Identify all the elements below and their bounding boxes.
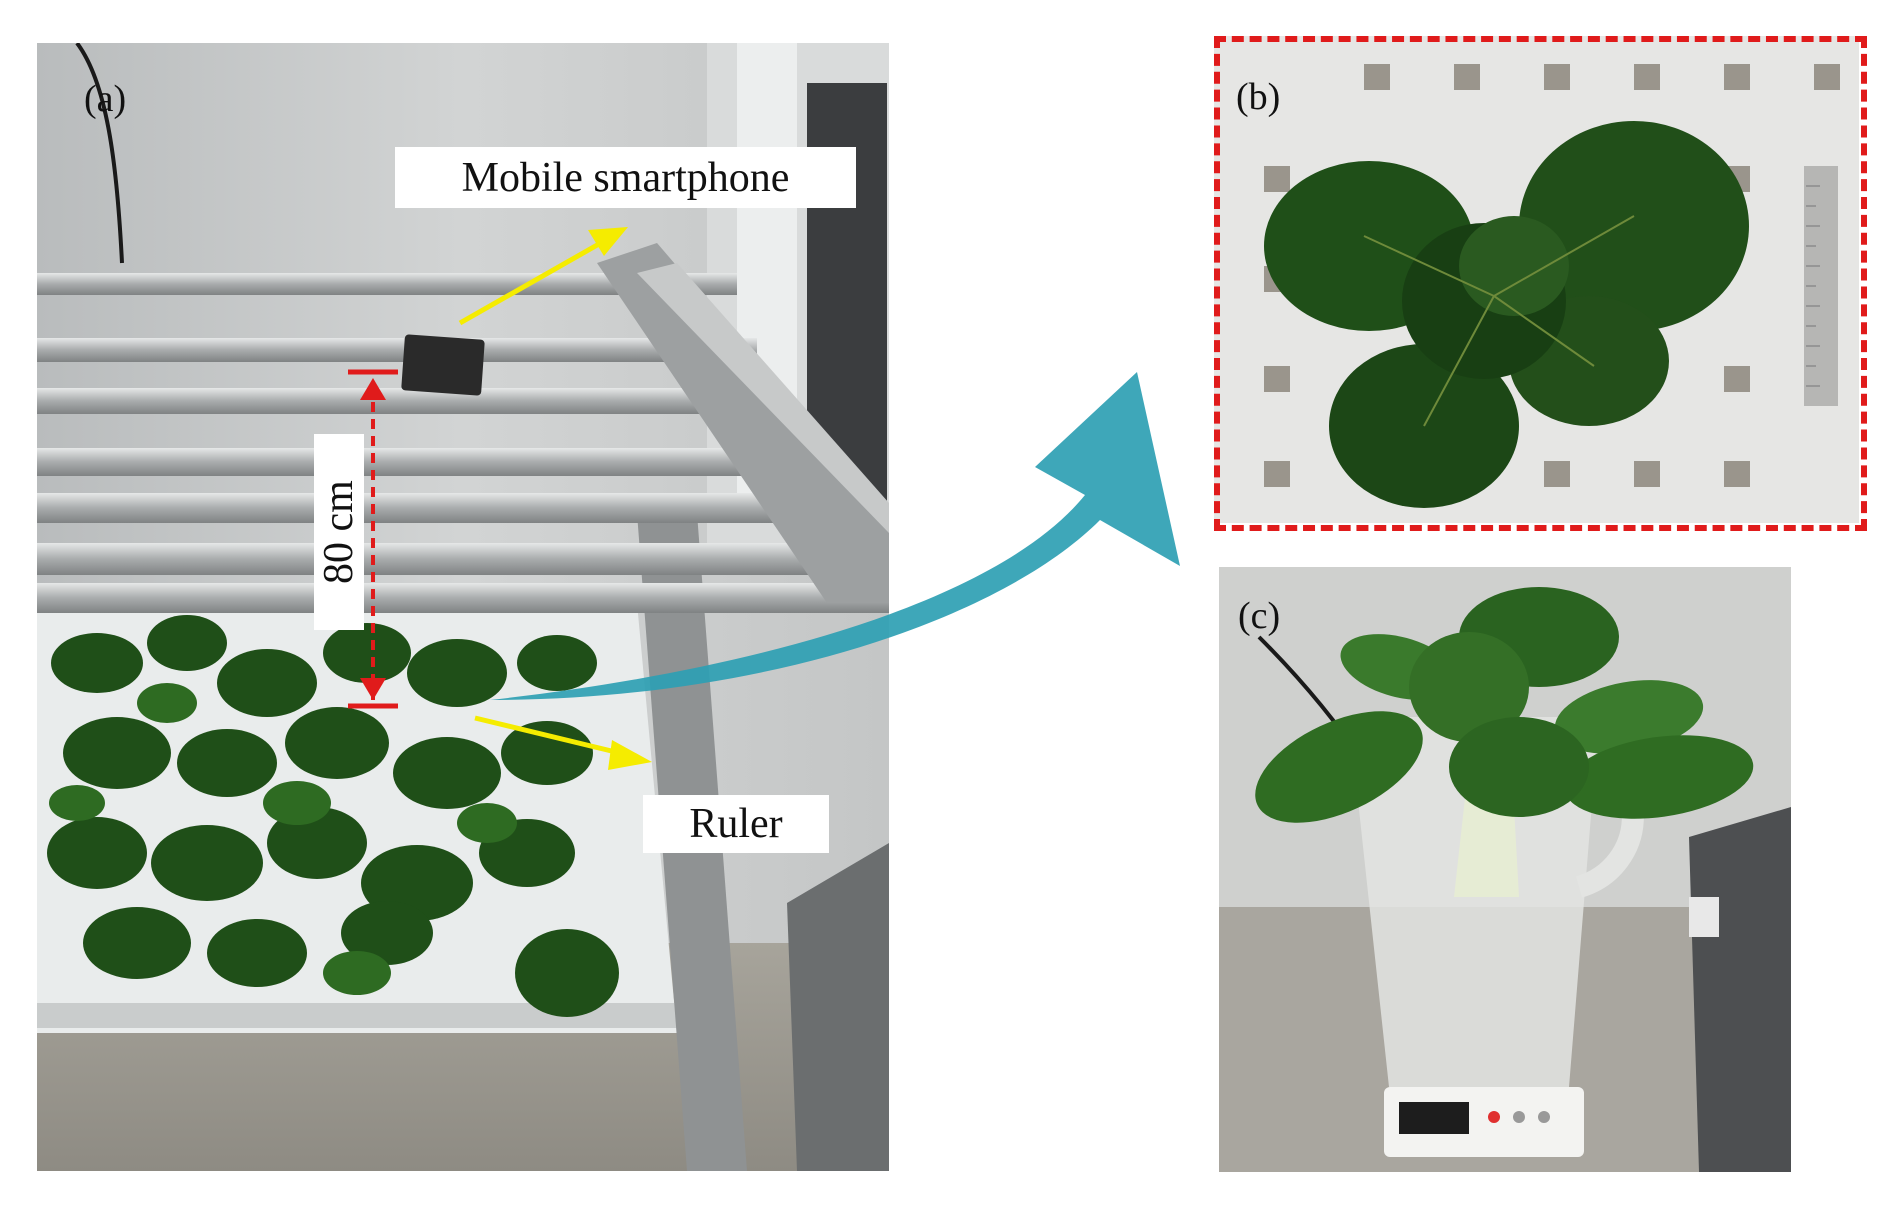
mobile-smartphone-label: Mobile smartphone xyxy=(395,147,856,208)
smartphone-arrow-head xyxy=(588,227,628,256)
bok-choy-side-view xyxy=(1255,587,1754,897)
rack-bar xyxy=(37,543,837,575)
bok-choy-top-view xyxy=(1264,121,1749,508)
ruler-arrow-head xyxy=(608,740,652,770)
rack-bar xyxy=(37,583,889,613)
panel-a-photo xyxy=(37,43,889,1171)
measure-bottom-arrowhead xyxy=(360,678,386,700)
ruler-pointer-arrow xyxy=(474,715,629,758)
smartphone xyxy=(401,334,485,396)
rack-bar xyxy=(37,273,737,295)
planting-holes xyxy=(1264,64,1840,487)
rack-bar xyxy=(37,493,817,523)
panel-label-b: (b) xyxy=(1236,76,1281,118)
weighing-illustration xyxy=(1219,567,1791,1172)
rack-photo-illustration xyxy=(37,43,889,1171)
panel-b-photo xyxy=(1214,36,1859,523)
flow-arrow xyxy=(490,372,1180,700)
rack-bar xyxy=(37,338,757,362)
growing-tray xyxy=(37,603,677,1033)
measure-top-arrowhead xyxy=(360,378,386,400)
top-view-plant-illustration xyxy=(1214,36,1859,523)
panel-c-photo xyxy=(1219,567,1791,1172)
panel-label-a: (a) xyxy=(84,78,127,120)
smartphone-pointer-arrow xyxy=(458,237,608,326)
panel-label-c: (c) xyxy=(1238,595,1281,637)
camera-rail xyxy=(597,243,889,603)
scale-display xyxy=(1399,1102,1469,1134)
distance-label: 80 cm xyxy=(314,434,364,630)
ruler-label: Ruler xyxy=(643,795,829,853)
rack-bar xyxy=(37,388,777,414)
rack-bar xyxy=(37,448,797,476)
